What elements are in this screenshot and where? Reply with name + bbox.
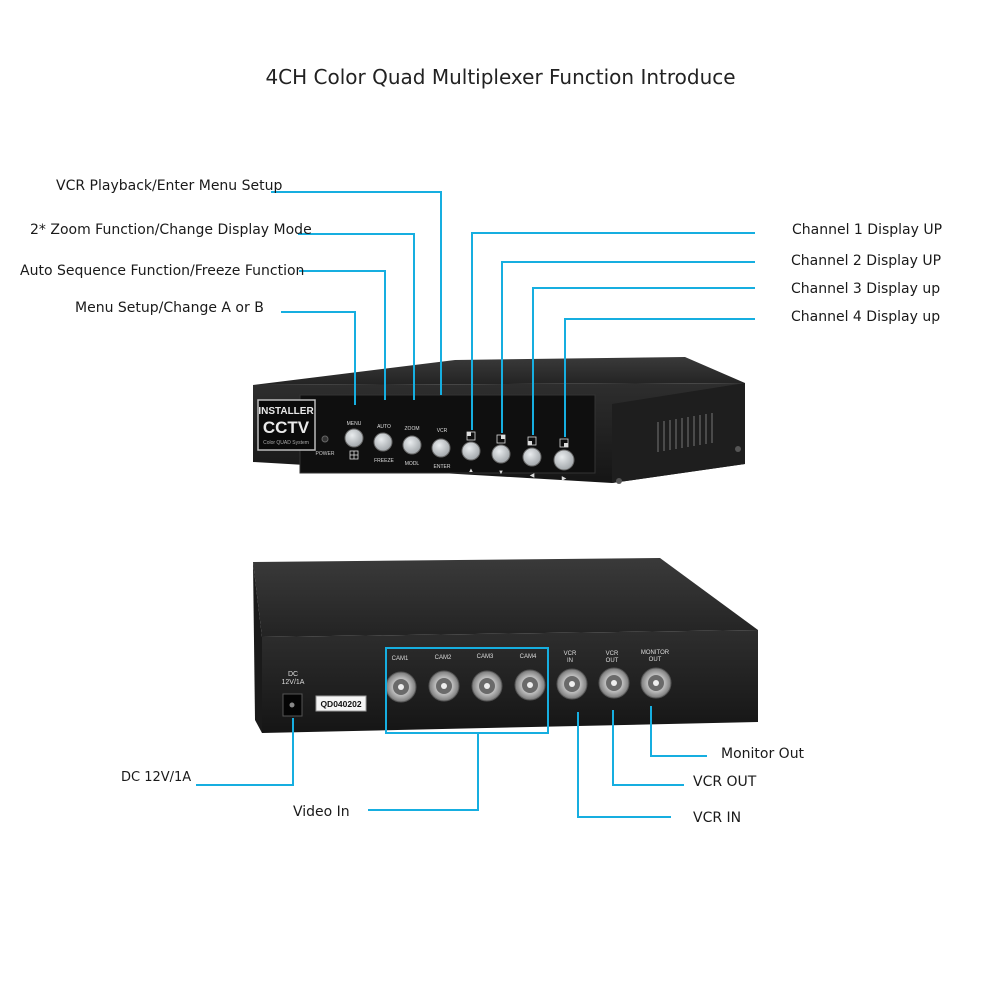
cam2-bnc-connector[interactable] [428,670,460,702]
label-vcr-out: VCR OUT [693,774,757,790]
enter-label: ENTER [434,464,451,470]
bnc-connectors [385,667,672,703]
label-ch2: Channel 2 Display UP [791,253,942,269]
dc-label-2: 12V/1A [282,679,305,686]
leader-auto-sequence [299,270,386,400]
leader-lines [196,191,755,818]
front-panel [299,394,596,474]
leader-ch2 [501,261,755,433]
label-vcr-in: VCR IN [693,810,742,826]
rear-device-face [262,630,758,733]
front-device: INSTALLER CCTV Color QUAD System POWER M… [253,357,745,484]
label-ch1: Channel 1 Display UP [792,222,943,238]
left-arrow-icon: ◀ [530,473,535,479]
diagram-title: 4CH Color Quad Multiplexer Function Intr… [265,65,736,89]
leader-vcr-playback [271,191,442,395]
menu-label: MENU [347,421,362,427]
monitor-out-bnc-connector[interactable] [640,667,672,699]
vcr-label: VCR [437,428,448,434]
monitor-out-label-1: MONITOR [641,650,670,656]
vcr-out-label-2: OUT [606,658,619,664]
screw [735,446,741,452]
channel-2-button[interactable] [491,444,511,464]
auto-freeze-button[interactable] [373,432,393,452]
rear-device-top [253,558,758,637]
leader-menu-setup [281,311,356,405]
leader-vcr-out [612,710,684,786]
quad-glyph-icon [349,450,359,460]
zoom-label: ZOOM [405,426,420,432]
model-sticker [315,695,367,712]
leader-video-in [368,733,479,811]
auto-label: AUTO [377,424,391,430]
channel-4-button[interactable] [553,449,575,471]
vcr-in-label-1: VCR [564,651,577,657]
leader-monitor-out [650,706,707,757]
vcr-out-label-1: VCR [606,651,619,657]
vcr-out-bnc-connector[interactable] [598,667,630,699]
rear-device-side [253,562,262,733]
leader-ch3 [532,287,755,435]
video-in-highlight-box [385,647,549,734]
brand-logo [257,399,316,451]
label-ch4: Channel 4 Display up [791,309,941,325]
cam1-bnc-connector[interactable] [385,671,417,703]
vcr-in-label-2: IN [567,658,573,664]
dc-label-1: DC [288,671,298,678]
label-monitor-out: Monitor Out [721,746,805,762]
monitor-out-label-2: OUT [649,657,662,663]
leader-vcr-in [577,712,671,818]
label-zoom: 2* Zoom Function/Change Display Mode [30,222,312,238]
cam1-label: CAM1 [392,656,409,662]
power-label: POWER [316,451,335,457]
cam4-bnc-connector[interactable] [514,669,546,701]
channel-3-button[interactable] [522,447,542,467]
leader-ch4 [564,318,755,437]
menu-button[interactable] [344,428,364,448]
up-arrow-icon: ▲ [468,468,474,474]
cam3-label: CAM3 [477,654,494,660]
label-menu-setup: Menu Setup/Change A or B [75,300,264,316]
front-device-side [612,383,745,483]
model-number: QD040202 [320,699,361,709]
brand-sub-text: Color QUAD System [263,440,309,446]
leader-ch1 [471,232,755,430]
label-vcr-playback: VCR Playback/Enter Menu Setup [56,178,283,194]
label-video-in: Video In [293,804,350,820]
vcr-in-bnc-connector[interactable] [556,668,588,700]
label-ch3: Channel 3 Display up [791,281,941,297]
brand-top-text: INSTALLER [258,406,314,417]
cam4-label: CAM4 [520,654,537,660]
rear-device: DC 12V/1A QD040202 CAM1 CAM2 CAM3 CAM4 V… [253,558,758,734]
channel-1-button[interactable] [461,441,481,461]
side-vent [657,413,713,452]
freeze-label: FREEZE [374,458,394,464]
power-led [321,435,329,443]
leader-dc [196,718,294,786]
mode-label: MODL [405,461,420,467]
right-arrow-icon: ▶ [562,476,567,482]
screw [616,478,622,484]
brand-main-text: CCTV [263,418,310,437]
cam2-label: CAM2 [435,655,452,661]
label-auto-sequence: Auto Sequence Function/Freeze Function [20,263,305,279]
zoom-mode-button[interactable] [402,435,422,455]
label-dc: DC 12V/1A [121,770,192,785]
cam3-bnc-connector[interactable] [471,670,503,702]
front-device-top [253,357,745,385]
vcr-enter-button[interactable] [431,438,451,458]
dc-jack-pin [289,702,295,708]
leader-zoom [298,233,415,400]
down-arrow-icon: ▼ [498,470,504,476]
channel-glyph-icon [466,431,569,448]
